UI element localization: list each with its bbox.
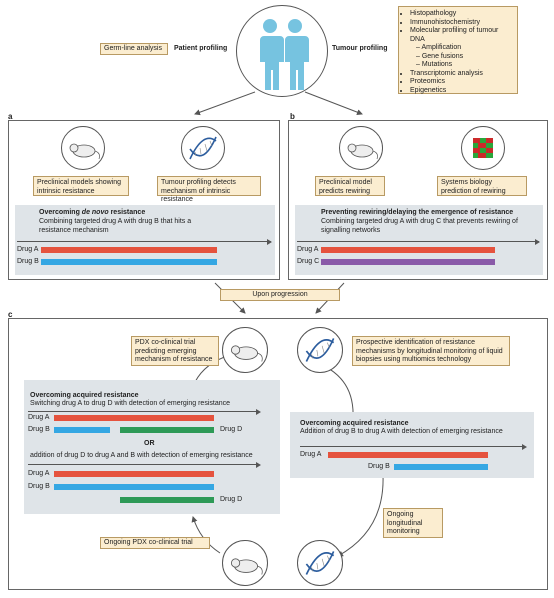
panel-a-drug1-bar — [41, 247, 217, 253]
tumour-list-item: Epigenetics — [410, 87, 513, 96]
tumour-list-item: – Mutations — [416, 61, 453, 68]
mouse-circle-c-top — [222, 327, 268, 373]
mouse-circle-c-bottom — [222, 540, 268, 586]
panel-a-drug2-label: Drug B — [17, 258, 39, 265]
c2-drugB-bar — [54, 484, 214, 490]
panel-b-drug2-bar — [321, 259, 495, 265]
panel-b: Preclinical model predicts rewiring Syst… — [288, 120, 548, 280]
dna-icon — [305, 338, 335, 362]
tumour-profiling-label: Tumour profiling — [332, 45, 388, 52]
panel-a-drug1-label: Drug A — [17, 246, 39, 253]
c2-drugA-label: Drug A — [28, 470, 50, 477]
c3-drugA-bar — [328, 452, 488, 458]
mouse-icon — [347, 143, 378, 160]
panel-b-timeline-arrow — [297, 241, 539, 242]
c2-drugB-label: Drug B — [28, 483, 50, 490]
dna-circle-c-top — [297, 327, 343, 373]
panel-c-right-title: Overcoming acquired resistance — [300, 420, 409, 427]
patient-profiling-label: Patient profiling — [174, 45, 228, 52]
c3-drugB-bar — [394, 464, 488, 470]
panel-b-letter: b — [290, 112, 295, 121]
panel-c-right-desc: Addition of drug B to drug A with detect… — [300, 428, 503, 435]
tumour-list-item: Histopathology — [410, 10, 513, 19]
dna-circle-a — [181, 126, 225, 170]
c1-drugA-label: Drug A — [28, 414, 50, 421]
tumour-list-item: Transcriptomic analysis — [410, 70, 513, 79]
heatmap-icon — [473, 138, 493, 158]
or-label: OR — [144, 440, 155, 447]
panel-c-left-arrowhead2 — [256, 462, 261, 468]
tumour-profiling-list: HistopathologyImmunohistochemistryMolecu… — [398, 6, 518, 94]
panel-c-left-desc2: addition of drug D to drug A and B with … — [30, 452, 253, 459]
dna-circle-c-bottom — [297, 540, 343, 586]
panel-b-drug1-label: Drug A — [297, 246, 319, 253]
upon-progression-box: Upon progression — [220, 289, 340, 301]
mouse-icon — [230, 558, 263, 575]
panel-a-gray: Overcoming de novo resistance Combining … — [15, 205, 275, 275]
panel-c-left-title: Overcoming acquired resistance — [30, 392, 139, 399]
ongoing-pdx-box: Ongoing PDX co-clinical trial — [100, 537, 210, 549]
germline-box: Germ-line analysis — [100, 43, 168, 55]
c1-drugD-label: Drug D — [220, 426, 243, 433]
panel-a-title: Overcoming de novo resistance — [39, 209, 146, 216]
panel-c-letter: c — [8, 310, 13, 319]
tumour-list-item: Immunohistochemistry — [410, 19, 513, 28]
mouse-circle-b — [339, 126, 383, 170]
panel-b-title: Preventing rewiring/delaying the emergen… — [321, 209, 514, 216]
ongoing-longitudinal-box: Ongoing longitudinal monitoring — [383, 508, 443, 538]
dna-icon — [305, 551, 335, 575]
mouse-icon — [69, 143, 100, 160]
panel-c-left-arrow1 — [28, 411, 258, 412]
tumour-list-item: – Amplification — [416, 44, 462, 51]
panel-c-left-arrow2 — [28, 464, 258, 465]
people-icon — [260, 19, 309, 90]
panel-b-desc: Combining targeted drug A with drug C th… — [321, 218, 518, 234]
c1-drugA-bar — [54, 415, 214, 421]
panel-a-arrowhead — [267, 239, 272, 245]
panel-c-right-gray: Overcoming acquired resistance Addition … — [290, 412, 534, 478]
panel-a-timeline-arrow — [17, 241, 271, 242]
tumour-list-item: Molecular profiling of tumour DNA — [410, 27, 513, 44]
panel-a-letter: a — [8, 112, 13, 121]
panel-b-gray: Preventing rewiring/delaying the emergen… — [295, 205, 543, 275]
c1-drugB-label: Drug B — [28, 426, 50, 433]
c3-drugA-label: Drug A — [300, 451, 322, 458]
tumour-list-item: Proteomics — [410, 78, 513, 87]
panel-b-arrowhead — [535, 239, 540, 245]
c1-drugD-bar — [120, 427, 214, 433]
panel-c — [8, 318, 548, 590]
panel-c-left-gray: Overcoming acquired resistance Switching… — [24, 380, 280, 514]
c2-drugA-bar — [54, 471, 214, 477]
panel-b-box1: Preclinical model predicts rewiring — [315, 176, 385, 196]
panel-c-left-arrowhead1 — [256, 409, 261, 415]
panel-a-drug2-bar — [41, 259, 217, 265]
mouse-circle-a — [61, 126, 105, 170]
panel-c-right-arrow — [300, 446, 524, 447]
panel-a-box1: Preclinical models showing intrinsic res… — [33, 176, 129, 196]
panel-c-right-arrowhead — [522, 444, 527, 450]
panel-a-box2: Tumour profiling detects mechanism of in… — [157, 176, 261, 203]
pdx-prediction-box: PDX co-clinical trial predicting emergin… — [131, 336, 219, 366]
c1-drugB-bar — [54, 427, 110, 433]
panel-a-desc: Combining targeted drug A with drug B th… — [39, 218, 192, 234]
c2-drugD-bar — [120, 497, 214, 503]
mouse-icon — [230, 345, 263, 362]
tumour-list-item: – Gene fusions — [416, 52, 464, 60]
patients-circle — [236, 5, 328, 97]
dna-icon — [189, 136, 217, 160]
panel-c-left-desc1: Switching drug A to drug D with detectio… — [30, 400, 230, 407]
panel-b-drug1-bar — [321, 247, 495, 253]
c2-drugD-label: Drug D — [220, 496, 243, 503]
prospective-box: Prospective identification of resistance… — [352, 336, 510, 366]
panel-b-box2: Systems biology prediction of rewiring — [437, 176, 527, 196]
panel-b-drug2-label: Drug C — [297, 258, 320, 265]
c3-drugB-label: Drug B — [368, 463, 390, 470]
panel-a: Preclinical models showing intrinsic res… — [8, 120, 280, 280]
heatmap-circle-b — [461, 126, 505, 170]
